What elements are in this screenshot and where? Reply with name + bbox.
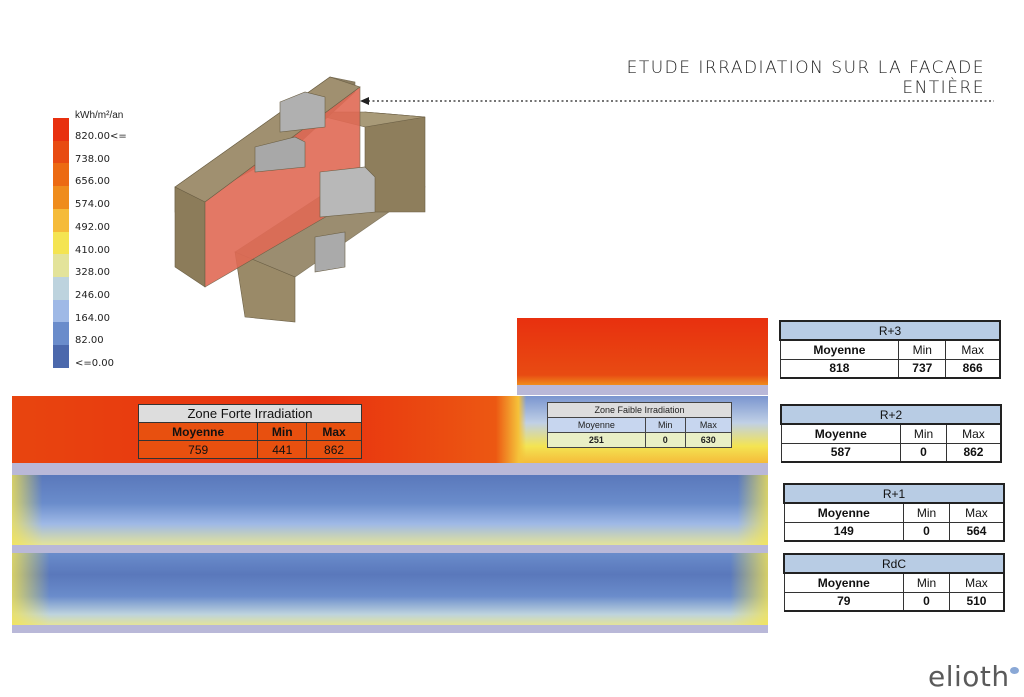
header-min: Min xyxy=(257,422,308,441)
value-cell: 866 xyxy=(945,358,1002,379)
value-max: 862 xyxy=(306,440,362,459)
value-cell: 149 xyxy=(783,521,905,542)
floor-title: R+1 xyxy=(783,483,1005,504)
header-cell: Moyenne xyxy=(779,339,900,360)
header-max: Max xyxy=(306,422,362,441)
header-cell: Moyenne xyxy=(783,502,905,523)
legend-label: 574.00 xyxy=(75,199,110,211)
value-cell: 0 xyxy=(900,442,947,463)
value-max: 630 xyxy=(684,432,733,448)
value-cell: 510 xyxy=(948,591,1005,612)
legend-label: 164.00 xyxy=(75,312,110,324)
value-cell: 737 xyxy=(898,358,947,379)
facade-rdc xyxy=(12,553,768,625)
building-3d-model xyxy=(174,76,426,323)
floor-slab xyxy=(12,625,768,633)
header-cell: Moyenne xyxy=(780,423,902,444)
header-moyenne: Moyenne xyxy=(137,422,259,441)
header-moyenne: Moyenne xyxy=(547,417,646,433)
legend-swatch xyxy=(53,276,69,300)
legend-label: 82.00 xyxy=(75,335,104,347)
zone-faible-title: Zone Faible Irradiation xyxy=(547,402,732,418)
value-moyenne: 759 xyxy=(137,440,259,459)
logo-dot xyxy=(1010,667,1019,674)
header-max: Max xyxy=(684,417,733,433)
header-cell: Moyenne xyxy=(783,572,905,593)
legend-swatch xyxy=(53,208,69,232)
floor-title: R+2 xyxy=(780,404,1002,425)
floor-slab xyxy=(12,463,768,475)
header-cell: Min xyxy=(903,502,950,523)
legend-swatch xyxy=(53,140,69,164)
header-cell: Max xyxy=(945,423,1002,444)
value-cell: 0 xyxy=(903,521,950,542)
dotted-arrow xyxy=(360,97,994,105)
legend-swatch xyxy=(53,163,69,187)
legend-label: 410.00 xyxy=(75,244,110,256)
page-title: ETUDE IRRADIATION SUR LA FACADE ENTIÈRE xyxy=(626,58,985,98)
value-min: 441 xyxy=(257,440,308,459)
legend-label: 492.00 xyxy=(75,221,110,233)
legend-swatch xyxy=(53,322,69,346)
legend-swatch xyxy=(53,345,69,368)
header-cell: Max xyxy=(948,502,1005,523)
value-min: 0 xyxy=(644,432,686,448)
value-moyenne: 251 xyxy=(547,432,646,448)
facade-r3 xyxy=(517,318,768,385)
header-cell: Max xyxy=(948,572,1005,593)
legend-swatch xyxy=(53,231,69,255)
value-cell: 818 xyxy=(779,358,900,379)
legend-swatch xyxy=(53,299,69,323)
legend-label: 820.00<= xyxy=(75,131,127,142)
header-cell: Min xyxy=(898,339,947,360)
value-cell: 587 xyxy=(780,442,902,463)
floor-title: R+3 xyxy=(779,320,1001,341)
value-cell: 0 xyxy=(903,591,950,612)
legend-label: 738.00 xyxy=(75,153,110,165)
legend-swatch xyxy=(53,118,69,141)
elioth-logo: elioth xyxy=(928,660,1010,693)
legend-label: <=0.00 xyxy=(75,358,115,369)
header-cell: Min xyxy=(900,423,947,444)
legend-swatch xyxy=(53,254,69,278)
value-cell: 564 xyxy=(948,521,1005,542)
legend-swatch xyxy=(53,186,69,210)
legend-label: 328.00 xyxy=(75,267,110,279)
floor-slab xyxy=(517,385,768,395)
value-cell: 79 xyxy=(783,591,905,612)
floor-title: RdC xyxy=(783,553,1005,574)
facade-r1 xyxy=(12,475,768,545)
header-min: Min xyxy=(644,417,686,433)
floor-slab xyxy=(12,545,768,553)
legend-unit: kWh/m²/an xyxy=(75,110,124,121)
zone-forte-title: Zone Forte Irradiation xyxy=(138,404,362,423)
header-cell: Min xyxy=(903,572,950,593)
value-cell: 862 xyxy=(945,442,1002,463)
header-cell: Max xyxy=(945,339,1002,360)
legend-label: 656.00 xyxy=(75,176,110,188)
legend-label: 246.00 xyxy=(75,289,110,301)
